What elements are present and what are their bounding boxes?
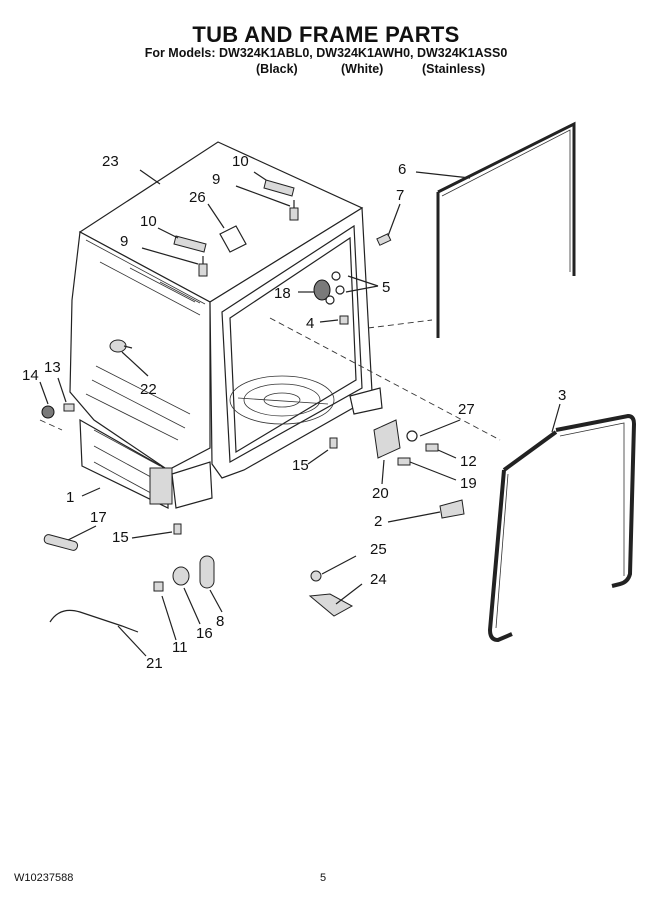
callout-labels: 23 10 9 26 10 9 6 7 5 18 4 22 13 14 1 15… (22, 153, 566, 672)
screw-12 (425, 443, 439, 452)
screw-11 (153, 581, 164, 592)
callout-4: 4 (306, 315, 314, 332)
callout-20: 20 (372, 485, 389, 502)
callout-8: 8 (216, 613, 224, 630)
callout-1: 1 (66, 489, 74, 506)
callout-3: 3 (558, 387, 566, 404)
callout-16: 16 (196, 625, 213, 642)
callout-9-lower: 9 (120, 233, 128, 250)
callout-2: 2 (374, 513, 382, 530)
callout-12: 12 (460, 453, 477, 470)
door-gasket (487, 413, 637, 643)
bracket-24 (308, 593, 354, 617)
screw-15-upper (329, 437, 338, 449)
callout-26: 26 (189, 189, 206, 206)
variant-black: (Black) (256, 62, 298, 76)
screw-19 (397, 457, 411, 466)
callout-14: 14 (22, 367, 39, 384)
callout-5: 5 (382, 279, 390, 296)
spring (43, 534, 79, 551)
screw-upper (289, 200, 299, 221)
callout-13: 13 (44, 359, 61, 376)
callout-17: 17 (90, 509, 107, 526)
model-list: For Models: DW324K1ABL0, DW324K1AWH0, DW… (144, 46, 508, 60)
screw-side (376, 233, 392, 246)
roller-assembly (313, 271, 345, 305)
washer-screw (63, 403, 75, 412)
cable (49, 609, 139, 633)
callout-10-upper: 10 (232, 153, 249, 170)
callout-15-upper: 15 (292, 457, 309, 474)
callout-21: 21 (146, 655, 163, 672)
page-title: TUB AND FRAME PARTS (192, 22, 460, 47)
callout-24: 24 (370, 571, 387, 588)
tub-clip (219, 225, 247, 253)
tub-side-strip (436, 121, 576, 338)
washer (41, 405, 55, 419)
plug (109, 339, 133, 353)
callout-10-lower: 10 (140, 213, 157, 230)
mounting-bracket (373, 419, 401, 459)
latch (439, 499, 465, 519)
callout-18: 18 (274, 285, 291, 302)
callout-19: 19 (460, 475, 477, 492)
callout-25: 25 (370, 541, 387, 558)
bracket-clip (406, 430, 418, 442)
nut (339, 315, 349, 325)
variant-white: (White) (341, 62, 384, 76)
callout-7: 7 (396, 187, 404, 204)
callout-15-lower: 15 (112, 529, 129, 546)
callout-23: 23 (102, 153, 119, 170)
hinge-8 (199, 555, 215, 589)
clip-25 (310, 570, 322, 582)
tub-body (69, 141, 383, 509)
screw-15-lower (173, 523, 182, 535)
callout-22: 22 (140, 381, 157, 398)
page-number: 5 (320, 872, 327, 884)
callout-9-upper: 9 (212, 171, 220, 188)
callout-27: 27 (458, 401, 475, 418)
screw-lower (198, 256, 208, 277)
variant-stainless: (Stainless) (422, 62, 486, 76)
leader-lines (39, 169, 561, 657)
callout-11: 11 (172, 639, 188, 656)
bracket-upper (263, 179, 295, 197)
bracket-lower (173, 235, 207, 253)
document-number: W10237588 (14, 872, 74, 884)
roller-16 (172, 566, 190, 586)
callout-6: 6 (398, 161, 406, 178)
